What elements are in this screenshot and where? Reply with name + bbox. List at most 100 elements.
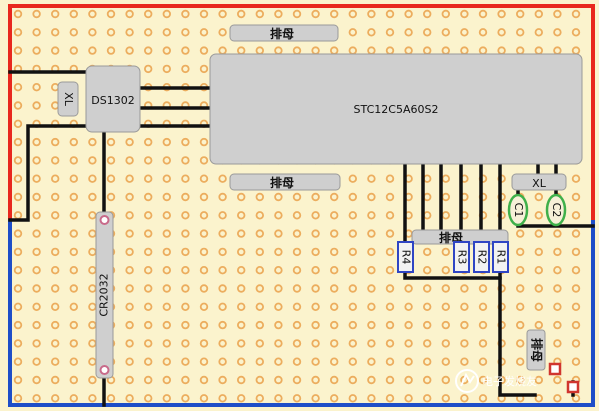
pad: [534, 229, 543, 238]
pad: [423, 357, 432, 366]
pad: [330, 357, 339, 366]
pad: [218, 320, 227, 330]
pad: [460, 357, 469, 366]
pad: [311, 375, 320, 385]
pad: [367, 247, 376, 257]
pad: [553, 320, 562, 330]
pad: [125, 375, 134, 385]
pad: [423, 28, 432, 37]
pad: [51, 302, 60, 311]
pad: [255, 284, 264, 293]
pad: [69, 211, 78, 220]
pad: [385, 394, 395, 403]
battery-pad-bottom: [99, 365, 110, 375]
pad: [162, 211, 171, 220]
pad: [125, 229, 134, 238]
pad: [516, 375, 525, 385]
pad: [32, 339, 41, 348]
pad: [571, 284, 581, 293]
pad: [69, 9, 78, 19]
pad: [348, 9, 357, 19]
power-rails: [8, 4, 595, 407]
pad: [330, 229, 339, 238]
pad: [292, 394, 302, 403]
pad: [385, 266, 395, 275]
pad: [181, 247, 190, 257]
pad: [199, 320, 209, 330]
pad: [274, 375, 283, 385]
resistor-r1-label: R1: [495, 250, 508, 265]
pad: [199, 339, 209, 348]
pad: [125, 339, 134, 348]
pad: [88, 174, 97, 183]
resistor-r1: [492, 241, 509, 273]
pad: [13, 266, 23, 275]
pad: [478, 302, 488, 311]
pad: [199, 9, 209, 19]
pad: [125, 9, 134, 19]
pad: [199, 357, 209, 366]
pad: [423, 302, 432, 311]
pad: [534, 284, 543, 293]
pad: [51, 320, 60, 330]
pad: [143, 302, 153, 311]
pad: [181, 357, 190, 366]
header-side-label: 排母: [530, 338, 545, 362]
pad: [32, 229, 41, 238]
pad: [311, 247, 320, 257]
pad: [348, 394, 357, 403]
pad: [236, 266, 246, 275]
pad: [367, 375, 376, 385]
pad: [292, 339, 302, 348]
pad: [162, 339, 171, 348]
pad: [478, 375, 488, 385]
pad: [571, 192, 581, 202]
pad: [69, 156, 78, 165]
pad: [311, 394, 320, 403]
pad: [274, 192, 283, 202]
pad: [218, 28, 227, 37]
pad: [385, 211, 395, 220]
pad: [423, 9, 432, 19]
pad: [348, 357, 357, 366]
pad: [106, 28, 116, 37]
pad: [255, 375, 264, 385]
pad: [441, 28, 450, 37]
pad: [274, 247, 283, 257]
pad: [13, 174, 23, 183]
pad: [181, 46, 190, 55]
pad: [143, 9, 153, 19]
pad: [534, 192, 543, 202]
pad: [106, 137, 116, 147]
pad: [255, 339, 264, 348]
logo-icon: [455, 369, 479, 393]
pad: [51, 174, 60, 183]
pad: [553, 229, 562, 238]
pad: [553, 302, 562, 311]
pad: [69, 302, 78, 311]
pad: [348, 28, 357, 37]
pad: [162, 64, 171, 74]
pad: [143, 320, 153, 330]
pad: [404, 339, 413, 348]
pad: [385, 302, 395, 311]
pad: [367, 357, 376, 366]
pad: [13, 229, 23, 238]
pad: [143, 284, 153, 293]
pad: [218, 229, 227, 238]
rtc-crystal-label: XL: [62, 92, 75, 107]
pad: [367, 28, 376, 37]
pad: [69, 357, 78, 366]
pad: [367, 211, 376, 220]
pad: [423, 394, 432, 403]
pad: [32, 302, 41, 311]
pad: [162, 28, 171, 37]
pad: [311, 266, 320, 275]
pad: [69, 174, 78, 183]
pad: [51, 28, 60, 37]
pad: [218, 247, 227, 257]
pad: [255, 394, 264, 403]
pad: [460, 394, 469, 403]
pad: [367, 394, 376, 403]
